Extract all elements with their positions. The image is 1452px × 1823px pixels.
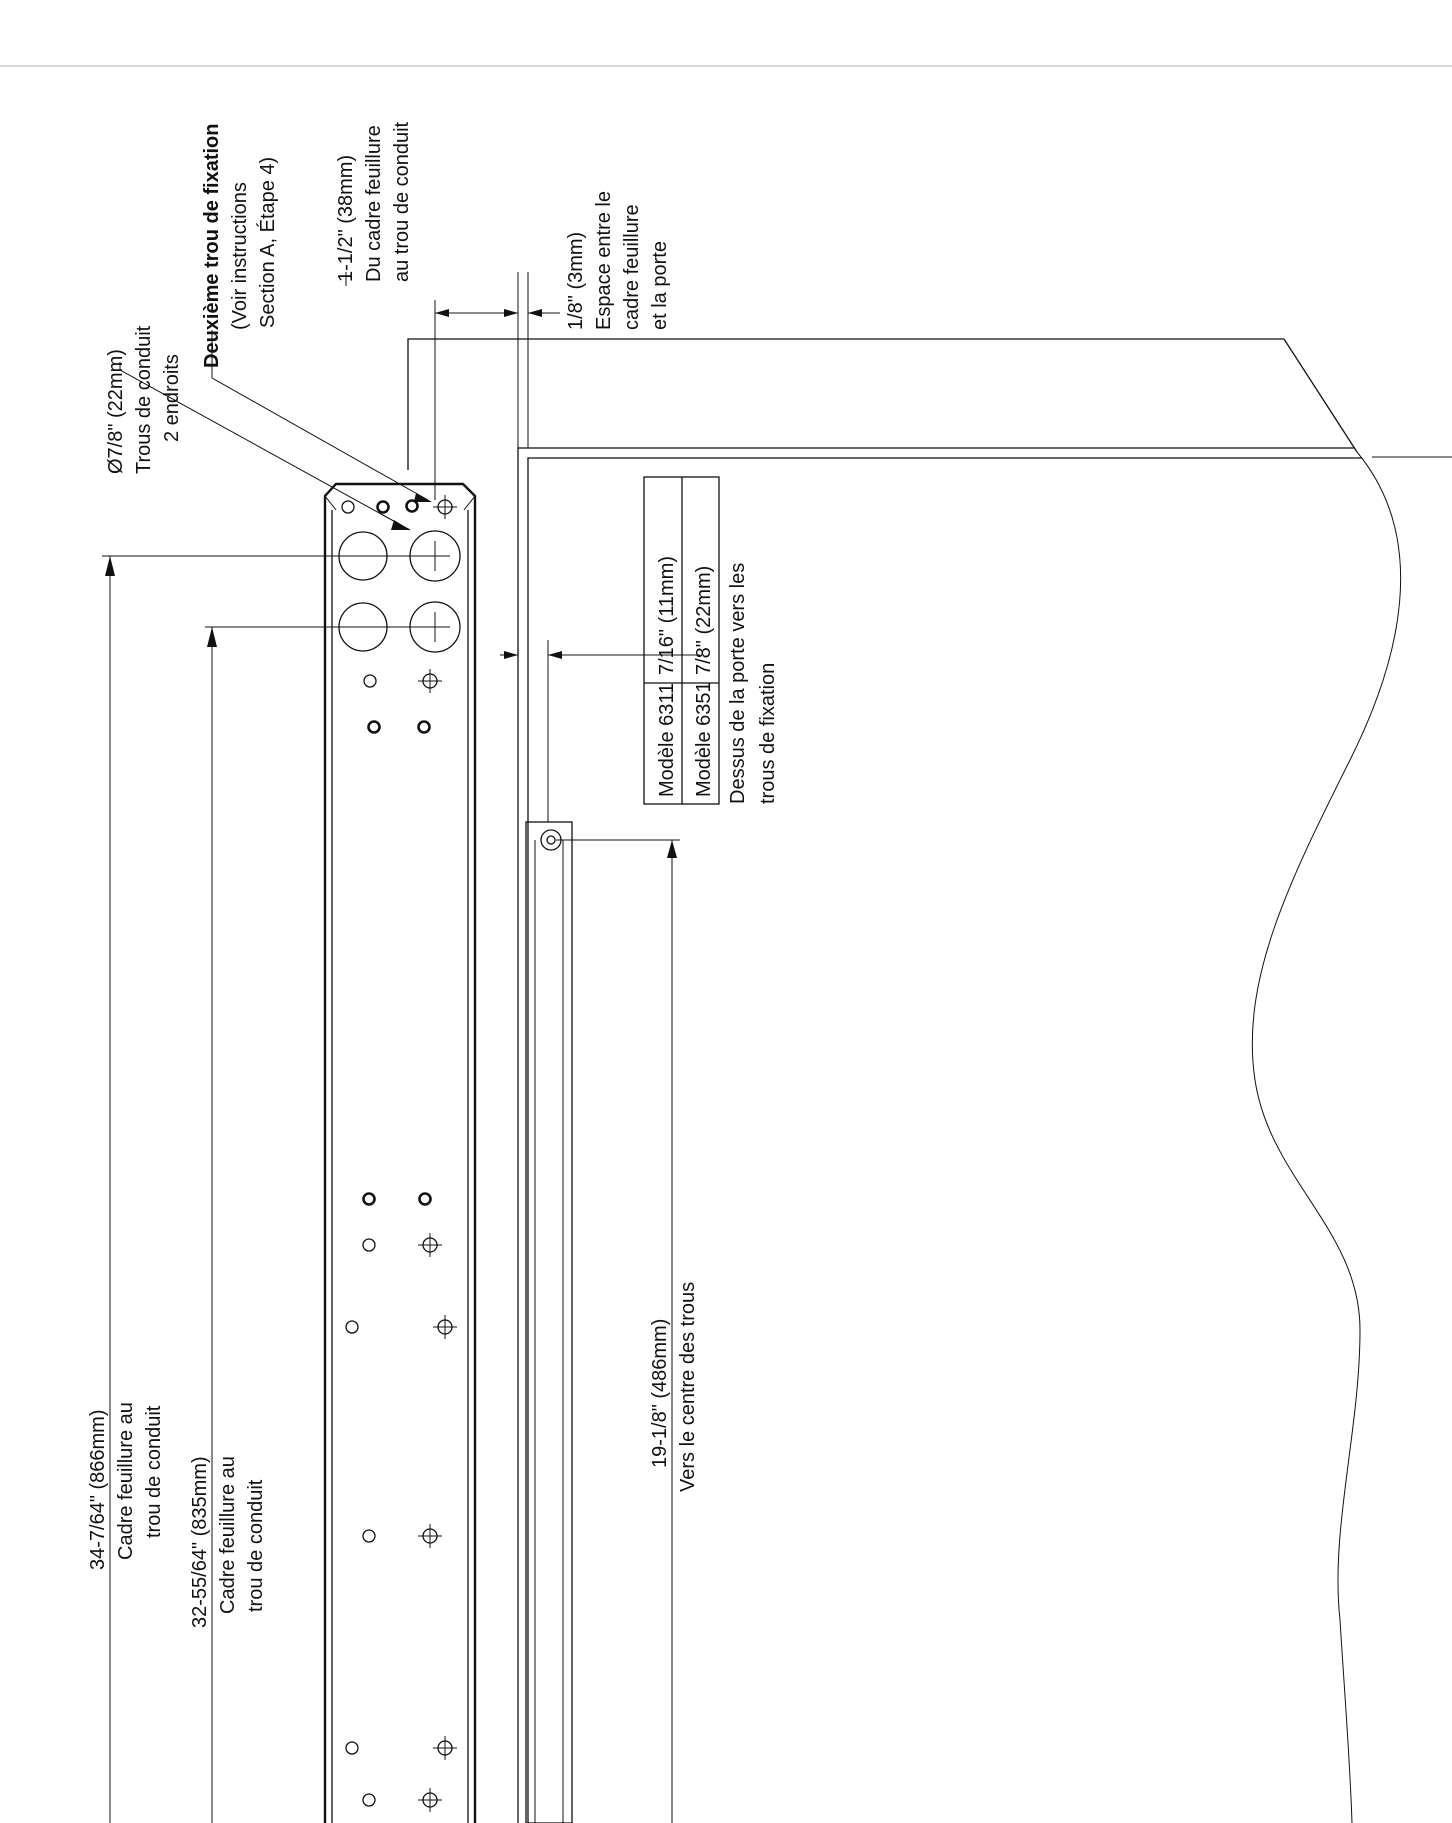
- dim-835-value: 32-55/64" (835mm): [189, 1456, 211, 1628]
- model-6351-name: Modèle 6351: [693, 681, 715, 797]
- dim-486: [556, 839, 680, 1823]
- label-dim-486: 19-1/8" (486mm) Vers le centre des trous: [649, 1282, 699, 1492]
- gap-line2: Espace entre le: [593, 191, 615, 330]
- label-door-top: Dessus de la porte vers les trous de fix…: [727, 563, 779, 804]
- dim-835-line2: Cadre feuillure au: [217, 1456, 239, 1614]
- dim-835-line3: trou de conduit: [245, 1479, 267, 1612]
- door-top-line1: Dessus de la porte vers les: [727, 563, 749, 804]
- conduit-holes-name: Trous de conduit: [133, 325, 155, 474]
- arm-rail: [525, 821, 573, 1823]
- dim-486-value: 19-1/8" (486mm): [649, 1319, 671, 1468]
- second-hole-note: (Voir instructions: [229, 182, 251, 330]
- dim-866-line2: Cadre feuillure au: [115, 1402, 137, 1560]
- label-gap: 1/8" (3mm) Espace entre le cadre feuillu…: [565, 191, 671, 330]
- model-table: [643, 476, 720, 805]
- door-top-line2: trous de fixation: [757, 663, 779, 804]
- second-hole-title: Deuxième trou de fixation: [201, 124, 223, 369]
- second-hole-section: Section A, Étape 4): [256, 157, 279, 328]
- label-frame-to-conduit: 1-1/2" (38mm) Du cadre feuillure au trou…: [335, 121, 413, 282]
- gap-line4: et la porte: [649, 241, 671, 330]
- dim-top-gap: [434, 272, 560, 500]
- frame-conduit-from: Du cadre feuillure: [363, 125, 385, 282]
- mounting-plate: [323, 482, 477, 1823]
- gap-dim: 1/8" (3mm): [565, 232, 587, 330]
- frame-conduit-dim: 1-1/2" (38mm): [335, 155, 357, 282]
- frame-conduit-to: au trou de conduit: [391, 121, 413, 282]
- dim-866-line3: trou de conduit: [143, 1405, 165, 1538]
- fixing-holes: [418, 495, 457, 1812]
- leaders: [119, 272, 432, 531]
- label-second-hole: Deuxième trou de fixation (Voir instruct…: [201, 124, 279, 369]
- dim-486-line2: Vers le centre des trous: [677, 1282, 699, 1492]
- dim-866: [102, 555, 435, 1823]
- dim-door-top: [500, 640, 700, 822]
- break-line: [1251, 451, 1402, 1823]
- dim-835: [205, 626, 435, 1823]
- model-6351-value: 7/8" (22mm): [693, 566, 715, 675]
- conduit-holes-size: Ø7/8" (22mm): [105, 349, 127, 474]
- plate-holes: [338, 499, 432, 1807]
- label-conduit-holes: Ø7/8" (22mm) Trous de conduit 2 endroits: [105, 325, 183, 474]
- dim-866-value: 34-7/64" (866mm): [87, 1410, 109, 1571]
- model-table-text: Modèle 6311 7/16" (11mm) Modèle 6351 7/8…: [656, 556, 715, 797]
- door-frame: [407, 338, 1358, 470]
- gap-line3: cadre feuillure: [621, 204, 643, 330]
- label-dim-835: 32-55/64" (835mm) Cadre feuillure au tro…: [189, 1456, 267, 1628]
- model-6311-name: Modèle 6311: [656, 683, 678, 797]
- conduit-holes-count: 2 endroits: [161, 354, 183, 442]
- label-dim-866: 34-7/64" (866mm) Cadre feuillure au trou…: [87, 1402, 165, 1570]
- model-6311-value: 7/16" (11mm): [656, 556, 678, 675]
